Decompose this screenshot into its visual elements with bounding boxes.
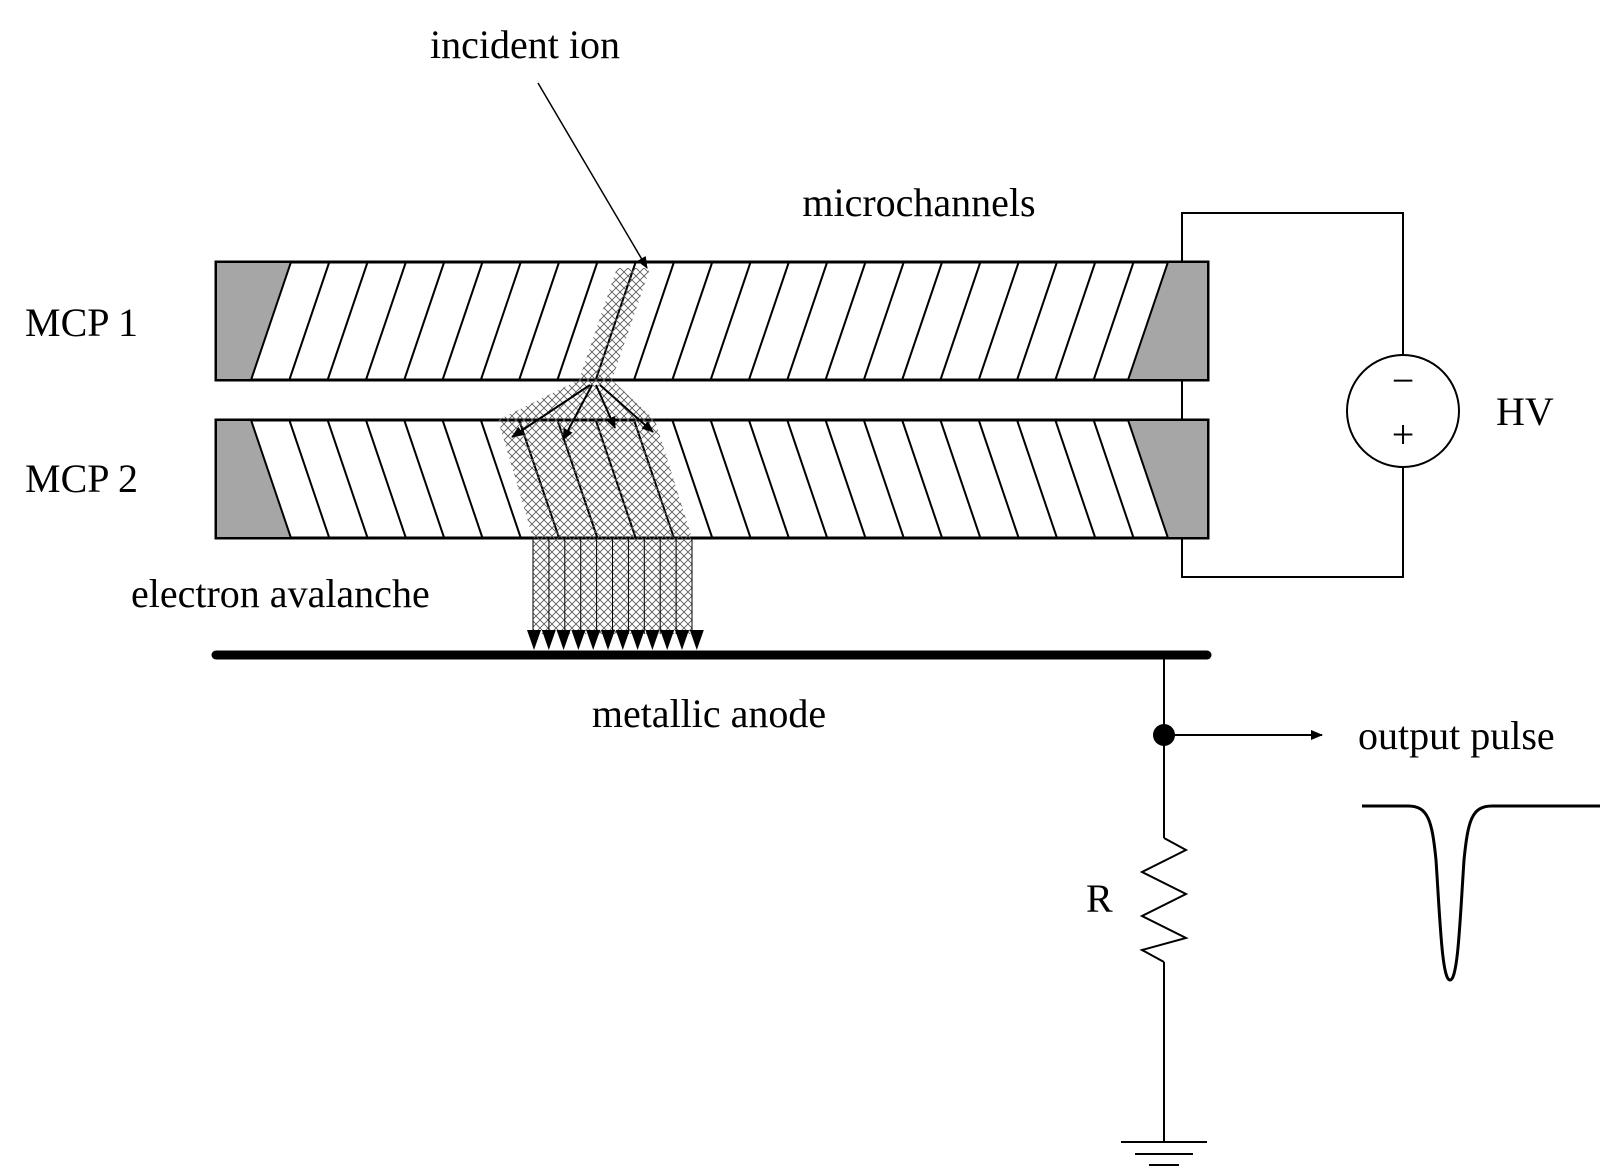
mcp2-plate [214, 418, 1210, 540]
microchannel-wall [441, 261, 484, 381]
output-pulse-label: output pulse [1358, 713, 1555, 758]
avalanche-arrowhead [586, 630, 601, 650]
microchannel-wall [1092, 419, 1135, 539]
avalanche-arrowhead [541, 630, 556, 650]
avalanche-arrowhead [630, 630, 645, 650]
cascade-mcp2-channels [498, 420, 692, 538]
hv-source-icon [1346, 354, 1460, 468]
microchannel-wall [824, 419, 867, 539]
microchannel-wall [1092, 261, 1135, 381]
avalanche-arrowhead [527, 630, 541, 650]
microchannel-wall [403, 261, 446, 381]
microchannel-wall [1016, 261, 1058, 381]
microchannel-wall [709, 419, 752, 539]
avalanche-arrowhead [689, 630, 704, 650]
microchannel-wall [479, 261, 522, 381]
avalanche-arrowhead [556, 630, 571, 650]
microchannel-wall [403, 419, 446, 539]
microchannel-wall [518, 261, 561, 381]
microchannel-wall [977, 419, 1020, 539]
hv-label: HV [1496, 389, 1554, 434]
microchannel-wall [671, 261, 714, 381]
microchannel-wall [1016, 419, 1058, 539]
microchannel-wall [862, 419, 905, 539]
microchannel-wall [901, 261, 944, 381]
metallic-anode-label: metallic anode [592, 691, 826, 736]
plate-edge-right [1126, 261, 1209, 381]
microchannel-wall [1054, 261, 1097, 381]
microchannel-wall [364, 261, 407, 381]
mcp1-microchannels [215, 261, 1209, 381]
hv-wire-top [1181, 212, 1404, 355]
cascade-mcp1-channel [579, 268, 650, 380]
microchannel-wall [556, 261, 599, 381]
microchannel-wall [747, 419, 790, 539]
microchannel-wall [709, 261, 752, 381]
output-circuit [1121, 655, 1600, 1166]
microchannel-wall [939, 419, 982, 539]
microchannel-wall [326, 261, 369, 381]
microchannels-label: microchannels [802, 180, 1035, 225]
avalanche-arrowhead [571, 630, 586, 650]
mcp1-outline [214, 260, 1210, 382]
microchannel-wall [939, 261, 982, 381]
microchannel-wall [786, 261, 829, 381]
microchannel-wall [671, 419, 714, 539]
microchannel-wall [441, 419, 484, 539]
electron-avalanche-beam [527, 538, 704, 650]
avalanche-arrowheads [527, 630, 704, 650]
output-pulse-waveform [1362, 804, 1600, 982]
microchannel-wall [364, 419, 407, 539]
microchannel-wall [747, 261, 790, 381]
plate-edge-left [215, 261, 293, 381]
microchannel-wall [288, 419, 331, 539]
avalanche-arrowhead [601, 630, 615, 650]
hv-wire-bottom [1181, 467, 1404, 578]
electron-avalanche-label: electron avalanche [131, 571, 430, 616]
microchannel-wall [786, 419, 829, 539]
cascade-gap-arrows [511, 384, 654, 441]
microchannel-wall [1054, 419, 1097, 539]
microchannel-wall [862, 261, 905, 381]
microchannel-wall [288, 261, 331, 381]
microchannel-wall [479, 419, 522, 539]
avalanche-arrowhead [645, 630, 660, 650]
avalanche-arrowhead [615, 630, 630, 650]
mcp1-label: MCP 1 [25, 300, 138, 345]
avalanche-arrowhead [675, 630, 689, 650]
incident-ion-label: incident ion [430, 22, 620, 67]
microchannel-wall [977, 261, 1020, 381]
microchannel-wall [633, 261, 675, 381]
mcp1-plate [214, 260, 1210, 382]
hv-circuit [1181, 212, 1460, 578]
resistor-icon [1139, 837, 1189, 963]
resistor-label: R [1086, 876, 1113, 921]
mcp2-label: MCP 2 [25, 456, 138, 501]
electron-cascade [498, 268, 692, 538]
cascade-gap [498, 380, 655, 420]
avalanche-arrowhead [660, 630, 675, 650]
mcp2-outline [214, 418, 1210, 540]
plate-edge-left [215, 419, 293, 539]
hv-plus-sign: + [1392, 412, 1415, 457]
microchannel-wall [824, 261, 867, 381]
microchannel-wall [901, 419, 944, 539]
incident-ion-arrow [537, 82, 648, 269]
ground-icon [1121, 1141, 1207, 1166]
avalanche-lines [532, 538, 693, 634]
hv-minus-sign: − [1392, 358, 1415, 403]
microchannel-wall [326, 419, 369, 539]
